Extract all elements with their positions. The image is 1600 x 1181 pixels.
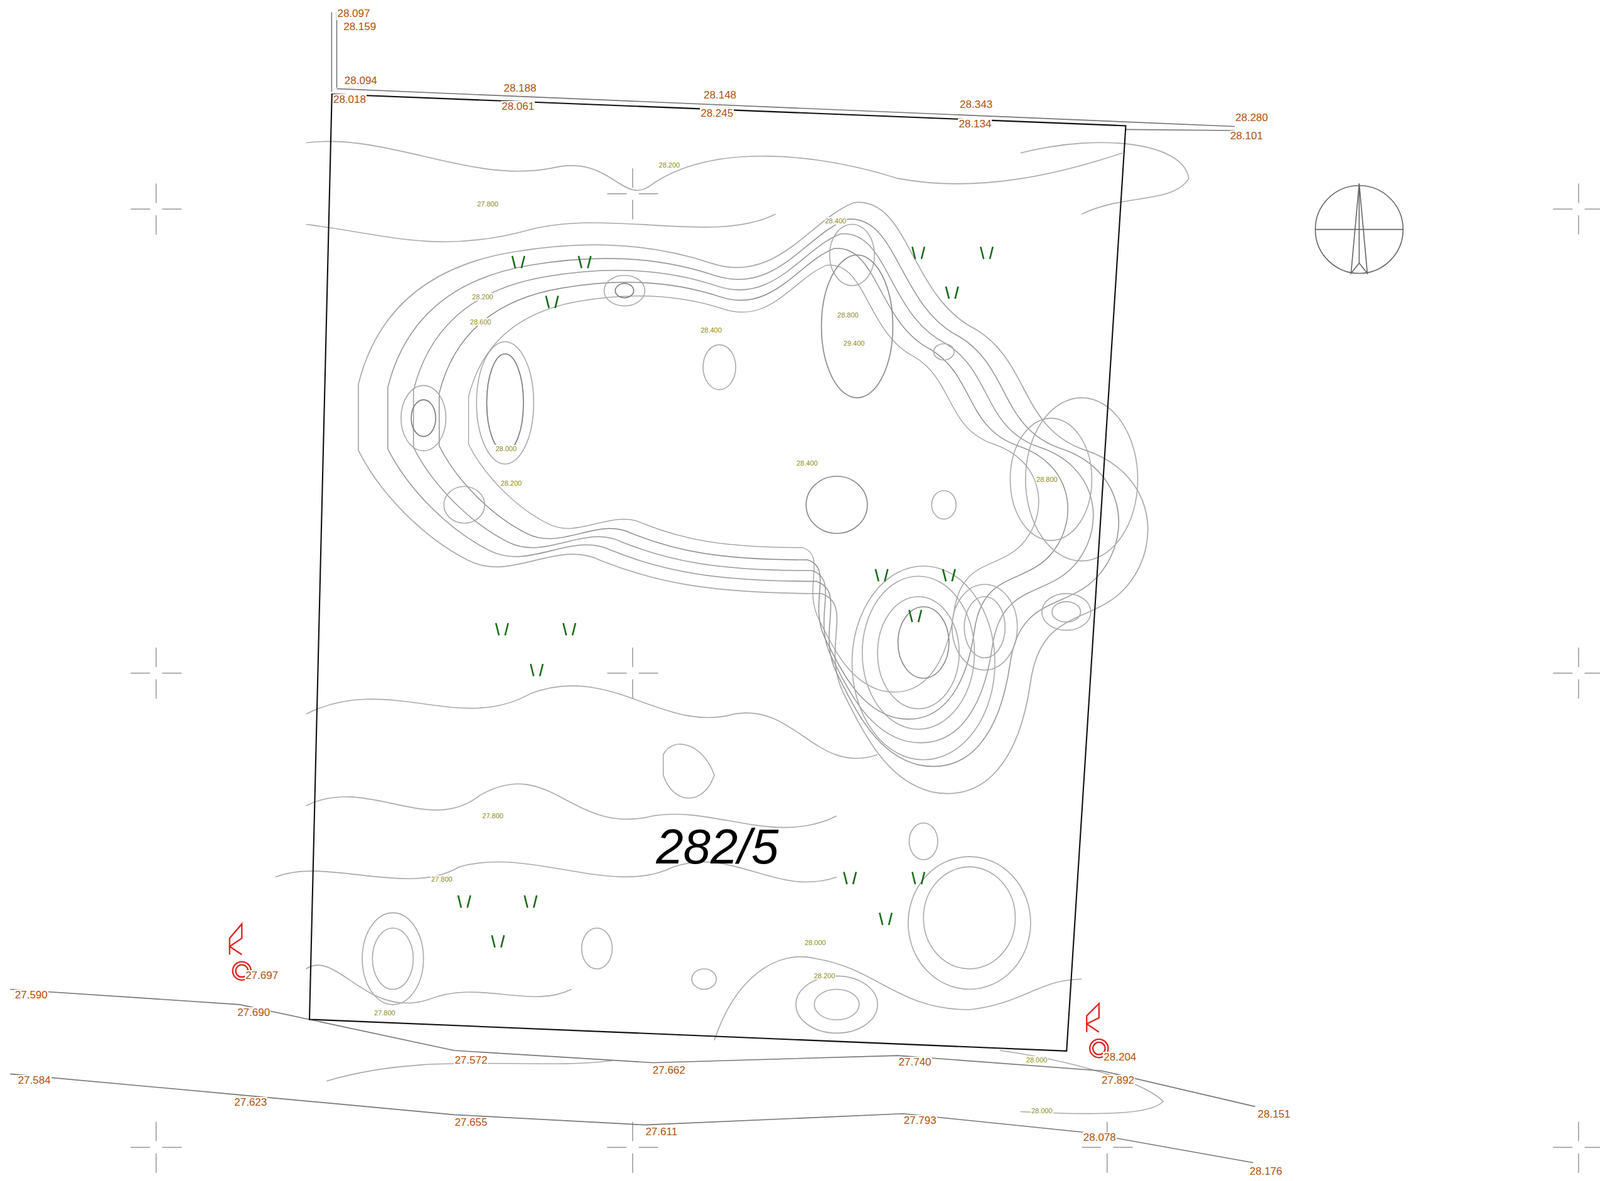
spot-elevation: 28.018 xyxy=(332,94,367,107)
spot-elevation: 27.611 xyxy=(644,1126,678,1139)
parcel-line xyxy=(309,94,1127,1052)
spot-elevation: 28.343 xyxy=(959,99,994,112)
spot-elevation: 27.892 xyxy=(1100,1075,1135,1088)
spot-elevation: 28.204 xyxy=(1102,1052,1137,1064)
spot-elevation: 28.097 xyxy=(336,8,371,21)
spot-elevation: 28.159 xyxy=(342,21,377,34)
spot-elevation: 28.094 xyxy=(343,75,378,88)
contour-label: 27.800 xyxy=(373,1009,397,1017)
contour-label: 28.400 xyxy=(824,217,848,225)
parcel-number: 282/5 xyxy=(655,818,779,876)
contour-label: 28.000 xyxy=(494,445,518,453)
north-arrow xyxy=(1315,183,1403,274)
contour-label: 28.000 xyxy=(804,939,827,947)
contour-label: 28.800 xyxy=(836,311,860,319)
contour-label: 28.200 xyxy=(658,161,682,169)
contour-lines xyxy=(275,141,1189,1114)
contour-label: 27.800 xyxy=(476,200,500,208)
contour-label: 27.800 xyxy=(430,875,454,884)
spot-elevation: 28.148 xyxy=(703,89,737,102)
contour-label: 28.200 xyxy=(813,972,837,980)
grass-symbol xyxy=(458,246,994,948)
spot-elevation: 27.690 xyxy=(236,1007,271,1020)
contour-label: 28.200 xyxy=(500,479,523,488)
contour-label: 28.000 xyxy=(1030,1107,1054,1115)
contour-label: 28.800 xyxy=(1035,475,1059,484)
spot-elevation: 27.662 xyxy=(652,1065,687,1078)
spot-elevation: 28.151 xyxy=(1257,1109,1292,1122)
spot-elevation: 27.655 xyxy=(453,1117,488,1130)
spot-elevation: 28.188 xyxy=(502,82,537,95)
spot-elevation: 27.697 xyxy=(244,970,279,983)
spot-elevation: 27.590 xyxy=(14,989,49,1002)
contour-label: 28.000 xyxy=(1025,1056,1049,1064)
contour-label: 28.600 xyxy=(469,318,493,326)
spot-elevation: 28.134 xyxy=(957,118,992,131)
spot-elevation: 28.061 xyxy=(500,101,535,113)
spot-elevation: 27.572 xyxy=(453,1055,488,1068)
grid-cross xyxy=(130,168,1600,1174)
spot-elevation: 27.793 xyxy=(903,1115,938,1128)
road-edges xyxy=(10,12,1255,1164)
spot-elevation: 27.740 xyxy=(898,1057,933,1069)
contour-label: 28.400 xyxy=(795,459,819,468)
spot-elevation: 27.584 xyxy=(17,1075,52,1088)
contour-label: 27.800 xyxy=(481,812,505,820)
contour-label: 28.200 xyxy=(471,293,494,301)
contour-label: 28.400 xyxy=(699,326,723,334)
parcel-boundary: 282/5 xyxy=(309,94,1127,1052)
contour-label: 29.400 xyxy=(842,339,866,348)
spot-elevation: 28.245 xyxy=(699,107,734,120)
spot-elevation: 28.176 xyxy=(1249,1166,1284,1179)
parcel-outline xyxy=(309,94,1127,1052)
spot-elevation: 28.078 xyxy=(1082,1132,1117,1145)
spot-elevation: 28.101 xyxy=(1229,130,1264,143)
spot-elevation: 27.623 xyxy=(233,1097,268,1110)
benchmark-symbol xyxy=(229,923,1109,1058)
spot-elevation: 28.280 xyxy=(1234,112,1269,125)
